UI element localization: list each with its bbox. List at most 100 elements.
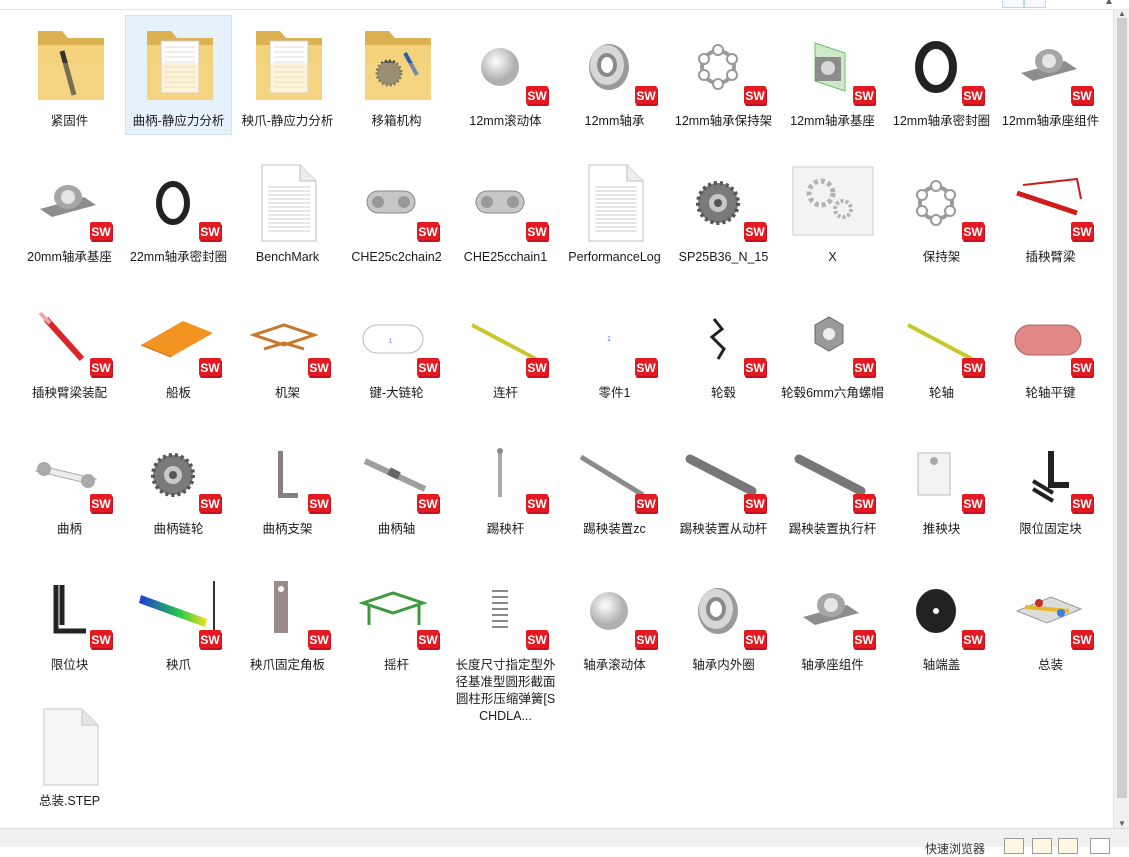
solidworks-badge-icon: SW — [198, 358, 222, 378]
file-item[interactable]: 总装.STEP — [15, 695, 124, 828]
folder-item[interactable]: 移箱机构 — [342, 15, 451, 151]
svg-text:SW: SW — [636, 633, 656, 647]
item-label: 踢秧装置zc — [583, 522, 646, 536]
scrollbar-thumb[interactable] — [1117, 18, 1127, 798]
solidworks-part-icon: SW — [349, 567, 445, 653]
folder-item[interactable]: 曲柄-静应力分析 — [124, 15, 233, 151]
solidworks-badge-icon: SW — [416, 494, 440, 514]
solidworks-part-icon: SW — [1003, 159, 1099, 245]
svg-text:SW: SW — [200, 361, 220, 375]
file-icon — [785, 159, 881, 245]
view-toggle-button[interactable] — [1024, 0, 1046, 8]
solidworks-part-icon: SW — [676, 23, 772, 109]
svg-text:SW: SW — [745, 225, 765, 239]
solidworks-part-icon: SW — [1003, 23, 1099, 109]
folder-icon[interactable] — [1004, 838, 1024, 854]
scroll-down-arrow-icon[interactable]: ▼ — [1118, 819, 1126, 828]
svg-text:SW: SW — [1072, 633, 1092, 647]
item-label: 插秧臂梁装配 — [31, 386, 107, 400]
svg-text:SW: SW — [963, 633, 983, 647]
solidworks-part-icon: SW — [22, 567, 118, 653]
svg-text:SW: SW — [309, 497, 329, 511]
view-toggle-button[interactable] — [1002, 0, 1024, 8]
vertical-scrollbar[interactable]: ▲ ▼ — [1113, 10, 1129, 828]
solidworks-badge-icon: SW — [198, 630, 222, 650]
solidworks-part-icon: SW — [894, 567, 990, 653]
file-item[interactable]: SW 插秧臂梁装配 — [15, 287, 124, 423]
svg-text:SW: SW — [309, 633, 329, 647]
scroll-up-arrow-icon[interactable]: ▲ — [1118, 9, 1126, 18]
help-icon[interactable] — [1090, 838, 1110, 854]
svg-text:SW: SW — [745, 361, 765, 375]
item-label: 秧爪-静应力分析 — [241, 114, 334, 128]
file-item[interactable]: BenchMark — [233, 151, 342, 287]
file-item[interactable]: SW 踢秧装置zc — [560, 423, 669, 559]
monitor-icon[interactable] — [1058, 838, 1078, 854]
file-item[interactable]: X — [778, 151, 887, 287]
solidworks-part-icon: SW — [785, 23, 881, 109]
folder-item[interactable]: 秧爪-静应力分析 — [233, 15, 342, 151]
svg-text:SW: SW — [963, 497, 983, 511]
svg-text:1: 1 — [389, 339, 393, 345]
svg-text:SW: SW — [963, 361, 983, 375]
solidworks-part-icon: SW — [894, 431, 990, 517]
solidworks-badge-icon: SW — [307, 358, 331, 378]
solidworks-badge-icon: SW — [89, 358, 113, 378]
gear-folder-icon[interactable] — [1032, 838, 1052, 854]
scroll-up-icon[interactable]: ▲ — [1104, 0, 1114, 7]
item-label: 曲柄轴 — [377, 522, 416, 536]
folder-item[interactable]: 紧固件 — [15, 15, 124, 151]
solidworks-part-icon: SW — [458, 159, 554, 245]
solidworks-part-icon: SW — [131, 567, 227, 653]
svg-text:SW: SW — [1072, 497, 1092, 511]
svg-text:SW: SW — [636, 497, 656, 511]
solidworks-part-icon: SW — [894, 159, 990, 245]
file-item[interactable]: PerformanceLog — [560, 151, 669, 287]
svg-text:1: 1 — [607, 336, 611, 343]
solidworks-badge-icon: SW — [634, 86, 658, 106]
solidworks-part-icon: SW — [349, 431, 445, 517]
